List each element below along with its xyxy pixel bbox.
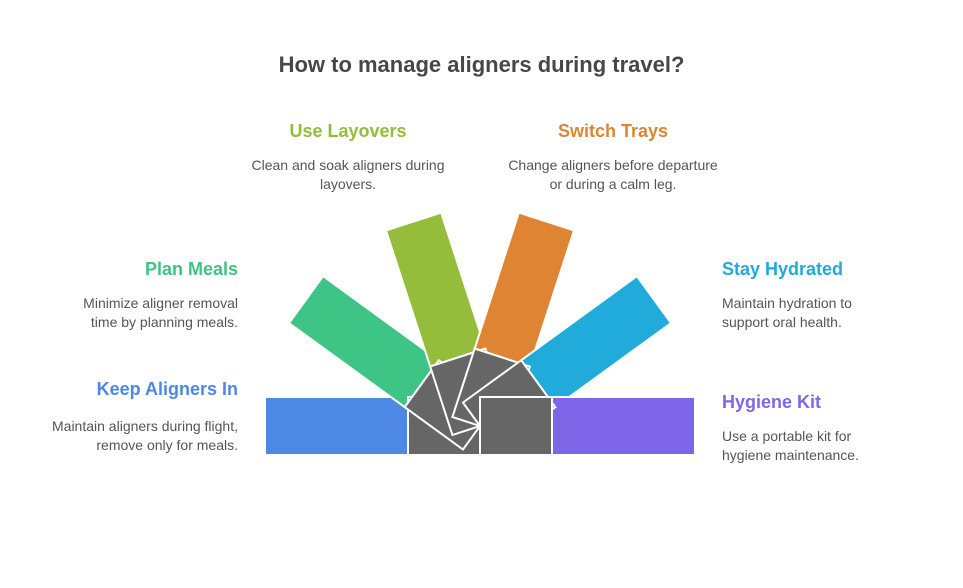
desc-plan-meals: Minimize aligner removal time by plannin… (83, 295, 238, 330)
desc-keep-aligners-in: Maintain aligners during flight, remove … (52, 418, 238, 453)
label-switch-trays: Switch Trays (557, 121, 669, 141)
label-keep-aligners-in: Keep Aligners In (96, 379, 238, 399)
label-stay-hydrated: Stay Hydrated (722, 259, 844, 279)
desc-stay-hydrated: Maintain hydration to support oral healt… (722, 295, 852, 330)
arm-keep-aligners-in (264, 396, 409, 456)
label-use-layovers: Use Layovers (289, 121, 407, 141)
arm-hygiene-kit (551, 396, 696, 456)
desc-use-layovers: Clean and soak aligners during layovers. (251, 157, 445, 192)
hub-segment-hygiene-kit (479, 396, 553, 456)
arm-bar-hygiene-kit (551, 396, 696, 456)
desc-hygiene-kit: Use a portable kit for hygiene maintenan… (722, 428, 859, 463)
label-hygiene-kit: Hygiene Kit (722, 392, 822, 412)
desc-switch-trays: Change aligners before departure or duri… (508, 157, 718, 192)
label-plan-meals: Plan Meals (144, 259, 238, 279)
arm-bar-keep-aligners-in (264, 396, 409, 456)
diagram-title: How to manage aligners during travel? (278, 52, 685, 77)
